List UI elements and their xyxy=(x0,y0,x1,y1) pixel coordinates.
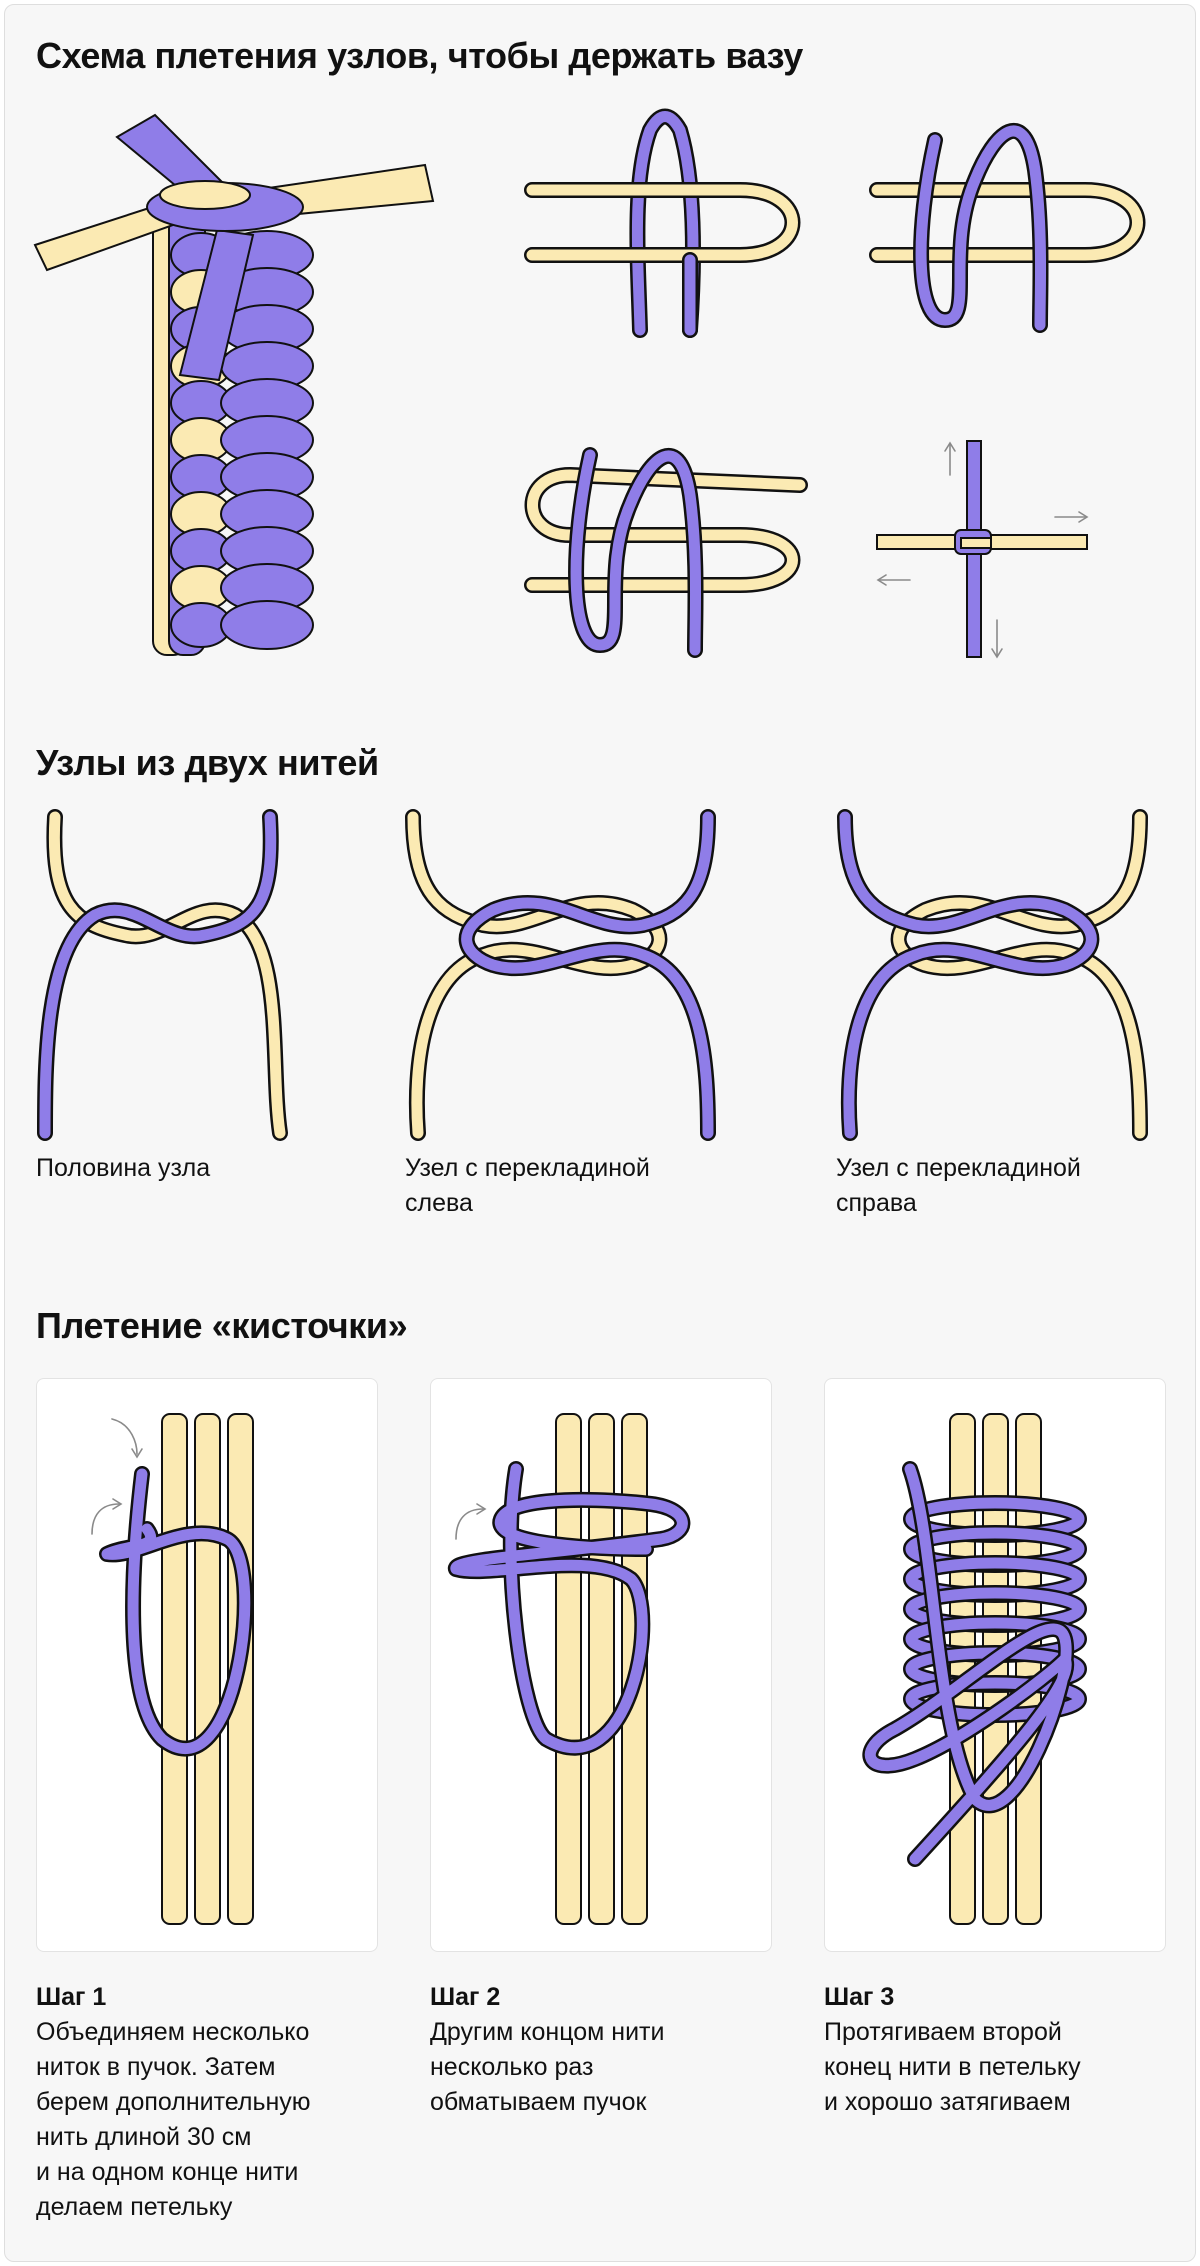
step-2-card xyxy=(430,1378,772,1952)
step-3-card xyxy=(824,1378,1166,1952)
two-threads-heading: Узлы из двух нитей xyxy=(36,742,379,783)
knot-step-diagram-2 xyxy=(869,123,1146,333)
step-3-text-block: Шаг 3 Протягиваем второй конец нити в пет… xyxy=(824,1980,1081,2120)
step-1-illustration xyxy=(91,1413,254,1925)
step-2-text: Другим концом нити несколько раз обматыв… xyxy=(430,2018,665,2116)
step-3-illustration xyxy=(862,1413,1087,1925)
knot-right-bar-illustration xyxy=(837,809,1148,1141)
step-3-text: Протягиваем второй конец нити в петельку… xyxy=(824,2018,1081,2116)
vase-scheme-heading: Схема плетения узлов, чтобы держать вазу xyxy=(36,35,803,76)
step-3-title: Шаг 3 xyxy=(824,1983,895,2011)
infographic-panel: Схема плетения узлов, чтобы держать вазу xyxy=(4,4,1196,2262)
braided-column-illustration xyxy=(33,113,435,656)
knot-step-diagram-3 xyxy=(524,447,808,658)
tassel-heading: Плетение «кисточки» xyxy=(36,1305,408,1346)
knot-step-diagram-4 xyxy=(876,440,1089,659)
step-1-text-block: Шаг 1 Объединяем несколько ниток в пучок.… xyxy=(36,1980,311,2225)
knot-left-bar-caption: Узел с перекладиной слева xyxy=(405,1154,650,1217)
step-1-title: Шаг 1 xyxy=(36,1983,107,2011)
knot-step-diagram-1 xyxy=(524,108,801,338)
step-2-title: Шаг 2 xyxy=(430,1983,501,2011)
step-2-text-block: Шаг 2 Другим концом нити несколько раз об… xyxy=(430,1980,664,2120)
step-1-card xyxy=(36,1378,378,1952)
knot-right-bar-caption: Узел с перекладиной справа xyxy=(836,1154,1081,1217)
knot-half-caption: Половина узла xyxy=(36,1154,211,1182)
step-1-text: Объединяем несколько ниток в пучок. Зате… xyxy=(36,2018,311,2221)
braid-knot xyxy=(220,600,314,650)
knot-half-illustration xyxy=(37,809,288,1141)
step-2-illustration xyxy=(447,1413,691,1925)
knot-left-bar-illustration xyxy=(405,809,716,1141)
